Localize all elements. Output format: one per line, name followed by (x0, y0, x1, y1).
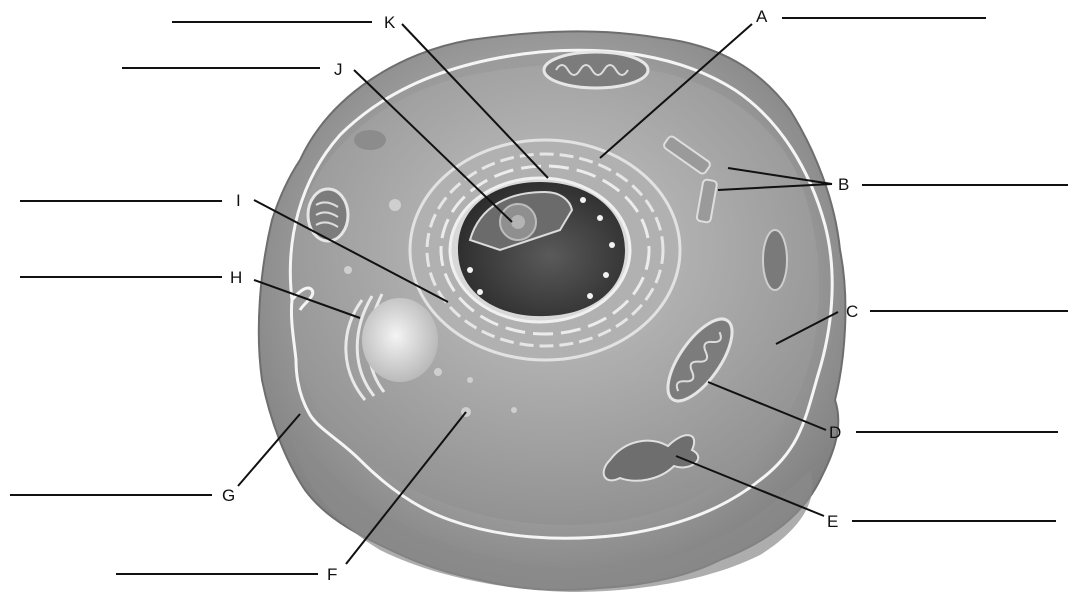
golgi-vacuole (362, 298, 438, 382)
label-i: I (236, 191, 241, 210)
organelle-left-upper (354, 130, 386, 150)
label-h: H (230, 268, 242, 287)
mitochondrion-top (544, 52, 648, 88)
label-a: A (756, 7, 768, 26)
nucleolus-core (511, 215, 525, 229)
label-f: F (327, 565, 337, 584)
label-d: D (829, 423, 841, 442)
mitochondrion-left (308, 189, 348, 241)
organelle-right-upper (763, 230, 787, 290)
label-k: K (384, 13, 396, 32)
label-j: J (334, 60, 343, 79)
label-e: E (827, 512, 838, 531)
label-g: G (222, 486, 235, 505)
label-c: C (846, 302, 858, 321)
label-b: B (838, 175, 849, 194)
